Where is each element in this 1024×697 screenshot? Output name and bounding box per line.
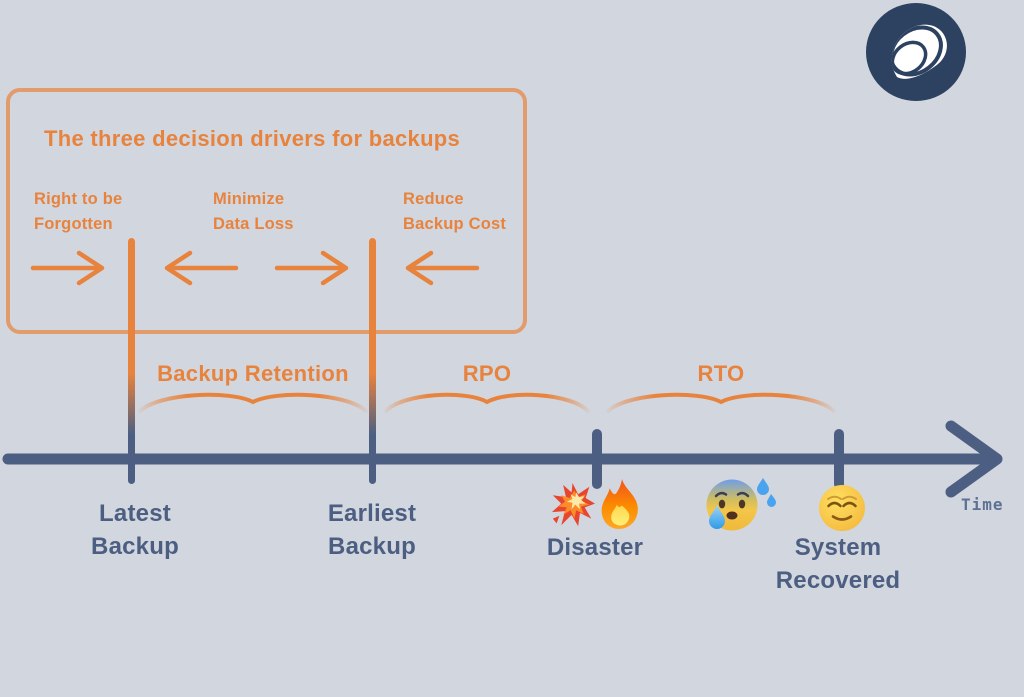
drivers-box-title: The three decision drivers for backups	[44, 126, 461, 151]
system-recovered-label: System Recovered	[763, 531, 913, 597]
marker-label-line: Earliest	[327, 500, 417, 527]
marker-label-line: Backup	[91, 533, 179, 560]
driver-label-line: Minimize	[213, 190, 285, 208]
driver-label-line: Forgotten	[34, 215, 113, 233]
driver-label-line: Right to be	[34, 190, 123, 208]
right-arrow-icon	[28, 250, 108, 286]
collision-emoji-icon	[550, 482, 595, 529]
backup-retention-label: Backup Retention	[157, 361, 349, 386]
backup-retention-brace	[136, 386, 370, 416]
marker-label-line: Latest	[99, 500, 171, 527]
earliest-backup-marker-line	[369, 238, 376, 484]
left-arrow-icon	[161, 250, 241, 286]
driver-right-to-be-forgotten: Right to be Forgotten	[34, 187, 122, 237]
fire-emoji-icon	[598, 478, 644, 531]
marker-label-line: Backup	[328, 533, 416, 560]
latest-backup-marker-line	[128, 238, 135, 484]
driver-reduce-backup-cost: Reduce Backup Cost	[403, 187, 506, 237]
marker-label-line: System	[794, 534, 882, 561]
shell-icon	[866, 3, 966, 101]
driver-minimize-data-loss: Minimize Data Loss	[213, 187, 294, 237]
driver-label-line: Data Loss	[213, 215, 294, 233]
rto-brace	[604, 386, 838, 416]
driver-label-line: Backup Cost	[403, 215, 507, 233]
right-arrow-icon	[272, 250, 352, 286]
time-axis-label: Time	[961, 495, 1004, 514]
left-arrow-icon	[402, 250, 482, 286]
rpo-label: RPO	[462, 361, 512, 386]
marker-label-line: Disaster	[546, 534, 644, 561]
disaster-label: Disaster	[520, 531, 670, 564]
timeline-arrowhead	[945, 420, 1003, 498]
rpo-brace	[382, 386, 592, 416]
anxious-face-sweat-emoji-icon	[705, 476, 777, 532]
rto-label: RTO	[697, 361, 745, 386]
timeline-axis	[0, 420, 1024, 500]
earliest-backup-label: Earliest Backup	[297, 497, 447, 563]
marker-label-line: Recovered	[775, 567, 901, 594]
company-logo	[864, 1, 968, 105]
driver-label-line: Reduce	[403, 190, 464, 208]
drivers-box: The three decision drivers for backups R…	[6, 88, 527, 334]
relieved-face-emoji-icon	[818, 484, 866, 532]
latest-backup-label: Latest Backup	[60, 497, 210, 563]
